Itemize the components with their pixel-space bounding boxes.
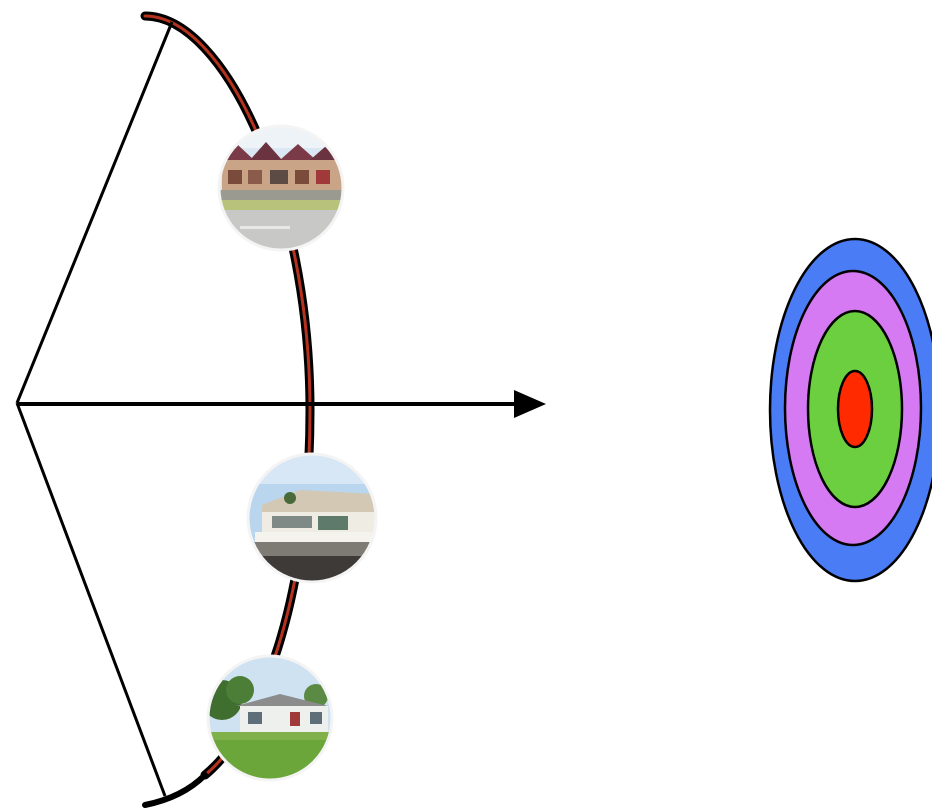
house-photo	[208, 656, 332, 780]
photo-frame	[246, 452, 378, 584]
target-bullseye	[836, 369, 874, 449]
target	[768, 237, 932, 583]
arrow	[17, 390, 546, 418]
photo-frame	[206, 654, 334, 782]
bow-string	[15, 21, 174, 797]
photo-frame	[217, 124, 345, 252]
